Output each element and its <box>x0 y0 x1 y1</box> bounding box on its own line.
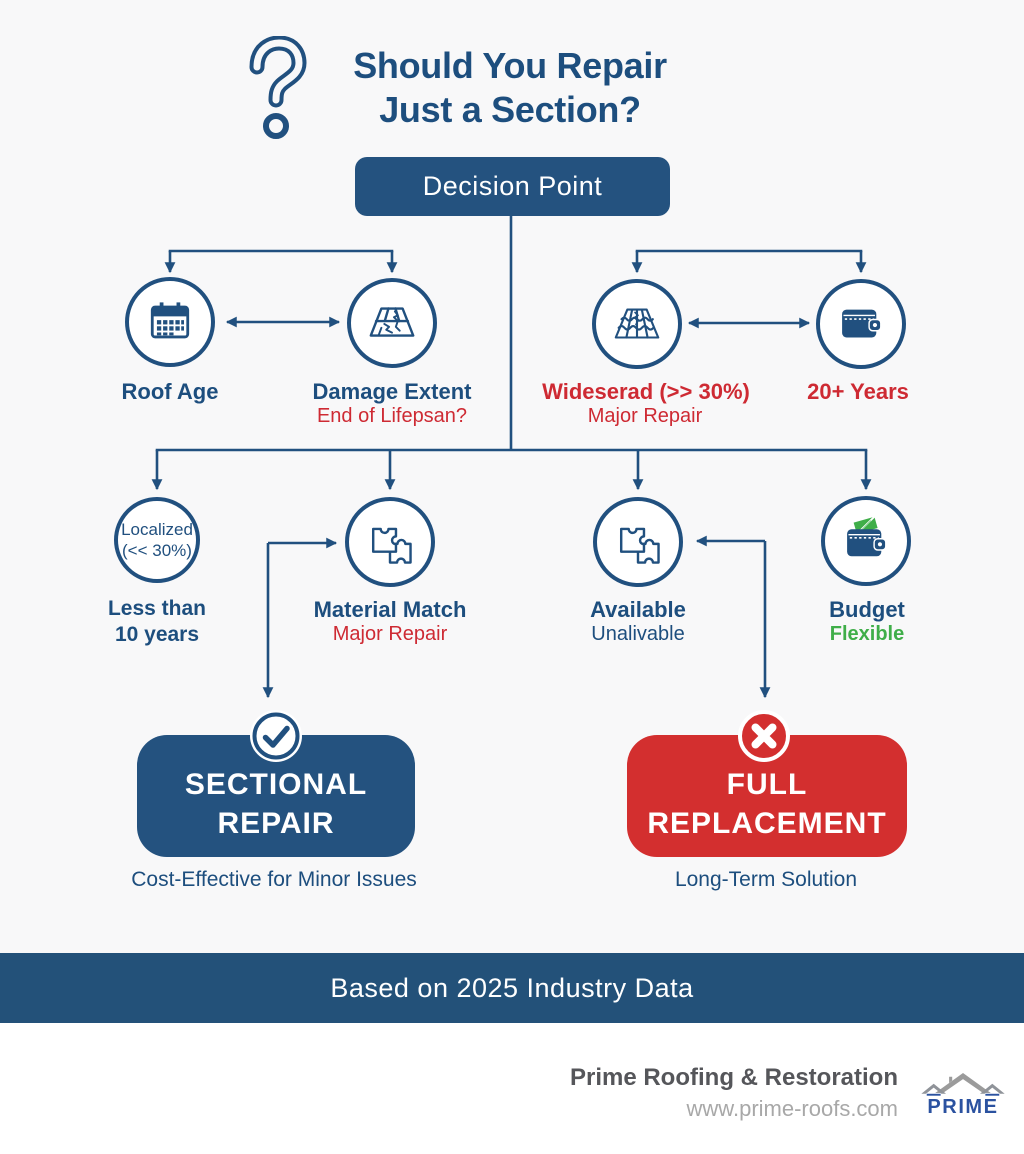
page-title: Should You Repair Just a Section? <box>353 44 667 132</box>
localized-label-line1: Less than <box>107 597 207 620</box>
title-line2: Just a Section? <box>379 89 641 130</box>
sectional-repair-line1: SECTIONAL <box>184 768 368 801</box>
damaged-roof-icon <box>369 307 415 337</box>
prime-logo: PRIME <box>921 1072 1005 1118</box>
budget-sublabel: Flexible <box>829 623 905 645</box>
sectional-repair-line2: REPAIR <box>217 807 335 840</box>
full-replacement-line1: FULL <box>726 768 808 801</box>
sectional-repair-box: SECTIONAL REPAIR <box>137 735 415 857</box>
widespread-sublabel: Major Repair <box>587 405 703 427</box>
x-badge-icon <box>738 710 790 762</box>
available-label: Available <box>590 597 686 622</box>
widespread-node <box>592 279 682 369</box>
twenty-years-node <box>816 279 906 369</box>
available-node <box>593 497 683 587</box>
budget-label: Budget <box>829 597 905 622</box>
full-replacement-caption: Long-Term Solution <box>674 868 858 891</box>
localized-label-line2: 10 years <box>114 623 200 646</box>
footer-band: Based on 2025 Industry Data <box>0 953 1024 1023</box>
damage-extent-node <box>347 278 437 368</box>
localized-line1: Localized <box>121 520 193 539</box>
roof-age-node <box>125 277 215 367</box>
damage-extent-label: Damage Extent <box>312 379 472 404</box>
decision-point-label: Decision Point <box>422 171 603 201</box>
twenty-years-label: 20+ Years <box>807 379 909 404</box>
company-name: Prime Roofing & Restoration <box>569 1064 898 1091</box>
wallet-money-icon <box>847 516 887 557</box>
puzzle-icon <box>371 527 412 564</box>
branding-block: Prime Roofing & Restoration www.prime-ro… <box>570 1064 898 1122</box>
title-line1: Should You Repair <box>353 45 667 86</box>
question-mark-icon <box>249 36 307 139</box>
localized-line2: (<< 30%) <box>122 541 192 560</box>
budget-node <box>821 496 911 586</box>
wallet-icon <box>842 309 882 338</box>
sectional-repair-caption: Cost-Effective for Minor Issues <box>131 868 417 891</box>
damage-extent-sublabel: End of Lifepsan? <box>316 405 468 427</box>
material-match-node <box>345 497 435 587</box>
calendar-icon <box>150 302 190 339</box>
website-url: www.prime-roofs.com <box>686 1096 898 1121</box>
widespread-label: Wideserad (>> 30%) <box>542 379 750 404</box>
footer-band-text: Based on 2025 Industry Data <box>330 972 694 1003</box>
available-sublabel: Unalivable <box>591 623 685 645</box>
full-replacement-line2: REPLACEMENT <box>647 807 887 840</box>
localized-node: Localized (<< 30%) <box>114 497 200 583</box>
decision-point-box: Decision Point <box>355 157 670 216</box>
check-badge-icon <box>250 710 302 762</box>
tile-roof-icon <box>614 308 660 339</box>
material-match-label: Material Match <box>313 597 467 622</box>
prime-logo-text: PRIME <box>927 1096 998 1118</box>
puzzle-icon <box>619 527 660 564</box>
localized-circle-text: Localized (<< 30%) <box>121 519 193 561</box>
material-match-sublabel: Major Repair <box>332 623 448 645</box>
roof-age-label: Roof Age <box>121 379 219 404</box>
